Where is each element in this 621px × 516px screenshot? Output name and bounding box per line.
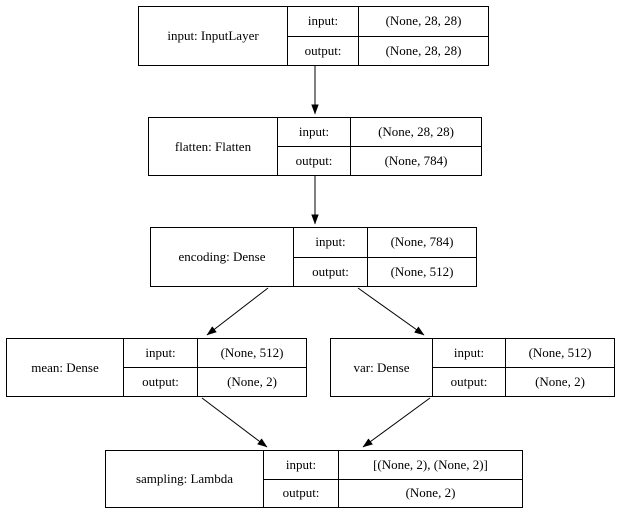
layer-name-label: flatten: Flatten — [149, 118, 278, 175]
input-shape-value: (None, 28, 28) — [351, 118, 481, 147]
input-label: input: — [288, 7, 358, 37]
output-shape-value: (None, 2) — [405, 485, 456, 501]
output-shape-value: (None, 512) — [390, 263, 454, 279]
input-label: input: — [278, 118, 350, 147]
node-mean-dense: mean: Dense input: output: (None, 512) (… — [6, 338, 307, 397]
layer-name-label: sampling: Lambda — [106, 451, 264, 507]
input-shape-value: (None, 784) — [368, 228, 476, 258]
shape-column: (None, 784) (None, 512) — [368, 228, 476, 286]
shape-column: (None, 512) (None, 2) — [198, 339, 306, 396]
shape-column: [(None, 2), (None, 2)] (None, 2) — [339, 451, 522, 507]
output-label: output: — [450, 374, 488, 389]
output-label: output: — [142, 374, 179, 389]
input-shape-value: [(None, 2), (None, 2)] — [339, 451, 522, 480]
input-label: input: — [433, 339, 505, 368]
layer-name-label: var: Dense — [331, 339, 433, 396]
input-shape-value: (None, 512) — [198, 339, 306, 368]
node-var-dense: var: Dense input: output: (None, 512) (N… — [330, 338, 615, 397]
node-sampling-lambda: sampling: Lambda input: output: [(None, … — [105, 450, 523, 508]
output-label: output: — [295, 153, 333, 168]
output-label: output: — [282, 485, 320, 501]
edge-encoding-mean — [206, 287, 269, 336]
input-label: input: — [294, 228, 367, 258]
edge-var-sampling — [362, 397, 431, 448]
node-flatten-flatten: flatten: Flatten input: output: (None, 2… — [148, 117, 482, 176]
layer-name-label: encoding: Dense — [151, 228, 294, 286]
node-input-inputlayer: input: InputLayer input: output: (None, … — [138, 6, 489, 66]
shape-column: (None, 28, 28) (None, 784) — [351, 118, 481, 175]
io-label-column: input: output: — [294, 228, 368, 286]
io-label-column: input: output: — [264, 451, 339, 507]
output-label: output: — [304, 42, 342, 58]
edge-mean-sampling — [201, 397, 268, 448]
layer-name-label: input: InputLayer — [139, 7, 288, 65]
shape-column: (None, 28, 28) (None, 28, 28) — [359, 7, 488, 65]
output-shape-value: (None, 2) — [227, 374, 277, 389]
input-shape-value: (None, 512) — [506, 339, 614, 368]
io-label-column: input: output: — [288, 7, 359, 65]
io-label-column: input: output: — [124, 339, 198, 396]
io-label-column: input: output: — [433, 339, 506, 396]
node-encoding-dense: encoding: Dense input: output: (None, 78… — [150, 227, 477, 287]
edge-encoding-var — [357, 287, 425, 336]
layer-name-label: mean: Dense — [7, 339, 124, 396]
io-label-column: input: output: — [278, 118, 351, 175]
output-shape-value: (None, 2) — [535, 374, 585, 389]
input-shape-value: (None, 28, 28) — [359, 7, 488, 37]
output-shape-value: (None, 784) — [384, 153, 448, 168]
output-label: output: — [312, 263, 349, 279]
input-label: input: — [264, 451, 338, 480]
shape-column: (None, 512) (None, 2) — [506, 339, 614, 396]
output-shape-value: (None, 28, 28) — [385, 42, 462, 58]
input-label: input: — [124, 339, 197, 368]
